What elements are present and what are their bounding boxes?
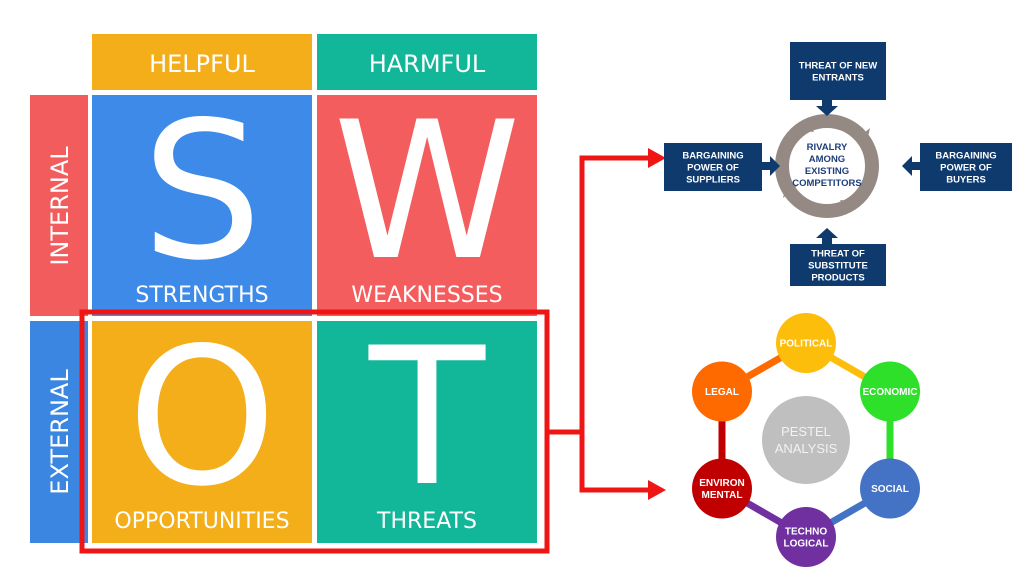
rivalry-label: COMPETITORS [792,178,862,189]
weaknesses-label: WEAKNESSES [351,283,502,308]
rivalry-label: RIVALRY [807,142,848,153]
rivalry-label: AMONG [809,154,845,165]
strengths-letter: S [142,81,263,302]
harmful-label: HARMFUL [369,50,486,78]
force-box-left [664,143,762,191]
pestel-node [860,458,921,519]
cycle-arrow-icon [794,122,814,132]
force-label-right: BARGAINING [935,151,996,162]
threats-quadrant [317,321,537,543]
pestel-node-label: TECHNO [785,527,827,538]
pestel-node-label: MENTAL [702,490,743,501]
cycle-arrow-icon [783,180,797,198]
external-label: EXTERNAL [46,369,74,495]
arrow-up-icon [816,228,838,244]
pestel-node-label: ECONOMIC [863,387,918,398]
pestel-node [691,458,752,519]
weaknesses-quadrant [317,95,537,316]
arrow-to-pestel-icon [648,480,666,500]
pestel-center-label: PESTEL [781,424,831,439]
pestel-node-label: ENVIRON [699,478,745,489]
force-label-bottom: THREAT OF [811,249,865,260]
force-label-left: POWER OF [687,163,739,174]
threats-label: THREATS [376,509,477,534]
cycle-arrow-icon [856,128,870,146]
rivalry-label: EXISTING [805,166,849,177]
force-box-right [920,143,1012,191]
opportunities-letter: O [127,307,277,528]
pestel-center-label: ANALYSIS [775,441,838,456]
force-label-bottom: SUBSTITUTE [808,261,868,272]
opportunities-label: OPPORTUNITIES [114,509,289,534]
pestel-node [860,361,921,422]
cycle-arrow-icon [840,200,860,210]
force-box-bottom [790,244,886,286]
helpful-header [92,34,312,90]
opportunities-quadrant [92,321,312,543]
pestel-node [776,507,836,567]
pestel-node-label: SOCIAL [871,484,909,495]
arrow-down-icon [816,100,838,116]
highlight-frame [79,309,550,554]
pestel-node-label: LEGAL [705,387,739,398]
pestel-node-label: LOGICAL [784,539,829,550]
arrow-right-icon [762,156,780,176]
strengths-quadrant [92,95,312,316]
harmful-header [317,34,537,90]
pestel-node [776,313,836,373]
force-label-bottom: PRODUCTS [811,273,864,284]
threats-letter: T [368,307,486,528]
pestel-node-label: POLITICAL [780,339,833,350]
external-sidebar [30,321,88,543]
arrow-left-icon [902,156,920,176]
weaknesses-letter: W [333,81,521,302]
internal-sidebar [30,95,88,316]
pestel-node [691,361,752,422]
connector-lines [548,155,650,493]
internal-label: INTERNAL [46,146,74,266]
force-label-left: SUPPLIERS [686,175,740,186]
force-label-right: POWER OF [940,163,992,174]
force-label-top: ENTRANTS [812,73,864,84]
strengths-label: STRENGTHS [135,283,268,308]
force-label-top: THREAT OF NEW [799,61,877,72]
pestel-analysis: PESTEL ANALYSIS POLITICAL ECONOMIC SOCIAL T… [691,313,921,567]
force-label-left: BARGAINING [682,151,743,162]
rivalry-ring [775,114,879,218]
force-box-top [790,42,886,100]
arrow-to-porter-icon [648,148,666,168]
pestel-center [762,396,850,484]
force-label-right: BUYERS [946,175,986,186]
helpful-label: HELPFUL [149,50,255,78]
